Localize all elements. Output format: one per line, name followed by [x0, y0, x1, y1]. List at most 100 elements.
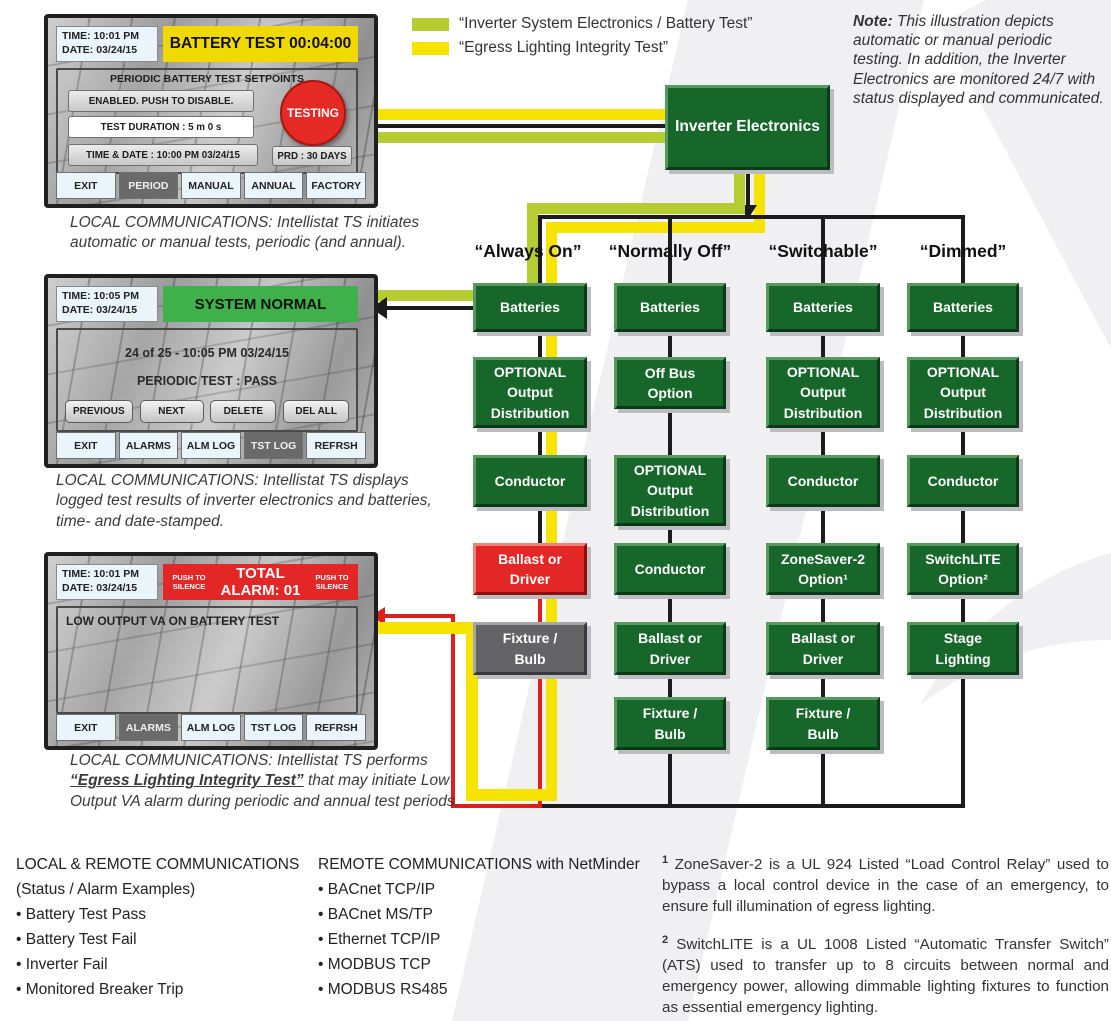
tab-alm-log[interactable]: ALM LOG — [181, 714, 241, 741]
line-to-screen2-olive — [374, 290, 538, 301]
enabled-button[interactable]: ENABLED. PUSH TO DISABLE. — [68, 90, 254, 112]
line-bottom-bus — [540, 804, 965, 808]
screen-total-alarm: TIME: 10:01 PM DATE: 03/24/15 PUSH TO SI… — [44, 552, 378, 750]
caption-text: LOCAL COMMUNICATIONS: Intellistat TS per… — [70, 752, 428, 769]
tab-exit[interactable]: EXIT — [56, 172, 116, 199]
time-date-setpoint-button[interactable]: TIME & DATE : 10:00 PM 03/24/15 — [68, 144, 258, 166]
next-button[interactable]: NEXT — [139, 400, 204, 423]
setpoints-panel-title: PERIODIC BATTERY TEST SETPOINTS — [109, 73, 305, 85]
box-off-bus-option: Off Bus Option — [614, 357, 726, 409]
date-label: DATE: 03/24/15 — [62, 582, 138, 594]
list-item: MODBUS TCP — [318, 952, 658, 977]
box-conductor: Conductor — [766, 455, 880, 507]
note-label: Note: — [853, 13, 893, 30]
tab-manual[interactable]: MANUAL — [181, 172, 241, 199]
line-red-riser — [451, 614, 455, 808]
line-inverter-drop-black — [746, 170, 750, 206]
remote-communications-list: REMOTE COMMUNICATIONS with NetMinder BAC… — [318, 852, 658, 1002]
legend-swatch-yellow — [412, 41, 449, 55]
delete-all-button[interactable]: DEL ALL — [283, 400, 350, 423]
column-header-switchable: “Switchable” — [768, 241, 878, 261]
footnote-zonesaver: 1 ZoneSaver-2 is a UL 924 Listed “Load C… — [662, 850, 1109, 917]
list-subtitle: (Status / Alarm Examples) — [16, 881, 196, 898]
egress-test-phrase: “Egress Lighting Integrity Test” — [70, 772, 304, 790]
push-to-silence-button[interactable]: PUSH TO SILENCE — [315, 572, 349, 591]
legend-label: “Inverter System Electronics / Battery T… — [459, 15, 753, 32]
log-entry-line: 24 of 25 - 10:05 PM 03/24/15 — [125, 346, 289, 360]
test-result-line: PERIODIC TEST : PASS — [136, 374, 278, 388]
box-switchlite-option: SwitchLITE Option² — [907, 543, 1019, 595]
time-label: TIME: 10:01 PM — [62, 30, 140, 43]
test-log-panel: 24 of 25 - 10:05 PM 03/24/15 PERIODIC TE… — [56, 328, 358, 432]
box-fixture-bulb: Fixture / Bulb — [766, 697, 880, 750]
tab-bar: EXIT ALARMS ALM LOG TST LOG REFRSH — [56, 432, 366, 459]
line-bus-olive — [527, 203, 745, 214]
date-label: DATE: 03/24/15 — [62, 44, 138, 56]
tab-annual[interactable]: ANNUAL — [243, 172, 304, 199]
tab-refrsh[interactable]: REFRSH — [306, 432, 366, 459]
line-bus-black — [538, 215, 965, 219]
list-item: Inverter Fail — [16, 952, 316, 977]
line-black-top — [368, 124, 667, 128]
line-to-screen2-black — [385, 306, 540, 310]
caption-screen3: LOCAL COMMUNICATIONS: Intellistat TS per… — [70, 751, 466, 812]
list-item: BACnet MS/TP — [318, 902, 658, 927]
column-header-normally-off: “Normally Off” — [608, 241, 732, 261]
line-red-bottom — [451, 804, 542, 808]
legend-swatch-olive — [412, 17, 449, 31]
previous-button[interactable]: PREVIOUS — [64, 400, 133, 423]
tab-tst-log[interactable]: TST LOG — [243, 432, 304, 459]
box-optional-output-distribution: OPTIONAL Output Distribution — [766, 357, 880, 428]
box-conductor: Conductor — [614, 543, 726, 595]
box-batteries: Batteries — [766, 283, 880, 332]
tab-alarms[interactable]: ALARMS — [118, 714, 179, 741]
tab-alarms[interactable]: ALARMS — [118, 432, 179, 459]
line-col1-red — [538, 567, 542, 807]
line-yellow-to-screen3 — [373, 622, 478, 634]
delete-button[interactable]: DELETE — [210, 400, 277, 423]
tab-period[interactable]: PERIOD — [118, 172, 179, 199]
line-bus-yellow — [546, 222, 765, 233]
screen-header: TIME: 10:05 PM DATE: 03/24/15 SYSTEM NOR… — [56, 286, 358, 322]
tab-refrsh[interactable]: REFRSH — [306, 714, 366, 741]
time-date-box: TIME: 10:01 PM DATE: 03/24/15 — [56, 564, 158, 600]
legend-item-battery-test: “Inverter System Electronics / Battery T… — [412, 15, 753, 32]
total-alarm-title: TOTAL ALARM: 01 — [220, 565, 301, 599]
list-item: Ethernet TCP/IP — [318, 927, 658, 952]
box-fixture-bulb-failed: Fixture / Bulb — [473, 622, 587, 675]
log-buttons-row: PREVIOUS NEXT DELETE DEL ALL — [58, 400, 356, 423]
time-label: TIME: 10:01 PM — [62, 568, 140, 581]
footnotes: 1 ZoneSaver-2 is a UL 924 Listed “Load C… — [662, 850, 1109, 1021]
tab-bar: EXIT PERIOD MANUAL ANNUAL FACTORY — [56, 172, 366, 199]
line-yellow-bottom — [466, 789, 557, 801]
list-title: REMOTE COMMUNICATIONS with NetMinder — [318, 856, 640, 873]
caption-text: that may initiate Low Output VA alarm du… — [70, 772, 459, 810]
box-batteries: Batteries — [907, 283, 1019, 332]
push-to-silence-button[interactable]: PUSH TO SILENCE — [172, 572, 206, 591]
tab-tst-log[interactable]: TST LOG — [243, 714, 304, 741]
box-stage-lighting: Stage Lighting — [907, 622, 1019, 675]
screen-header: TIME: 10:01 PM DATE: 03/24/15 BATTERY TE… — [56, 26, 358, 62]
box-optional-output-distribution: OPTIONAL Output Distribution — [614, 455, 726, 526]
box-optional-output-distribution: OPTIONAL Output Distribution — [473, 357, 587, 428]
line-col4-black — [961, 217, 965, 807]
box-ballast-or-driver: Ballast or Driver — [614, 622, 726, 675]
line-red-to-screen3 — [383, 614, 453, 618]
screen-header: TIME: 10:01 PM DATE: 03/24/15 PUSH TO SI… — [56, 564, 358, 600]
tab-alm-log[interactable]: ALM LOG — [181, 432, 241, 459]
tab-factory[interactable]: FACTORY — [306, 172, 366, 199]
line-col3-black — [821, 217, 825, 807]
caption-screen2: LOCAL COMMUNICATIONS: Intellistat TS dis… — [56, 472, 432, 530]
box-conductor: Conductor — [473, 455, 587, 507]
tab-exit[interactable]: EXIT — [56, 432, 116, 459]
test-duration-button[interactable]: TEST DURATION : 5 m 0 s — [68, 116, 254, 138]
inverter-electronics-box: Inverter Electronics — [665, 85, 830, 170]
note-text: Note: This illustration depicts automati… — [853, 13, 1104, 107]
list-item: MODBUS RS485 — [318, 977, 658, 1002]
box-batteries: Batteries — [614, 283, 726, 332]
prd-button[interactable]: PRD : 30 DAYS — [272, 146, 352, 166]
time-date-box: TIME: 10:01 PM DATE: 03/24/15 — [56, 26, 158, 62]
legend-item-egress: “Egress Lighting Integrity Test” — [412, 39, 668, 56]
tab-exit[interactable]: EXIT — [56, 714, 116, 741]
